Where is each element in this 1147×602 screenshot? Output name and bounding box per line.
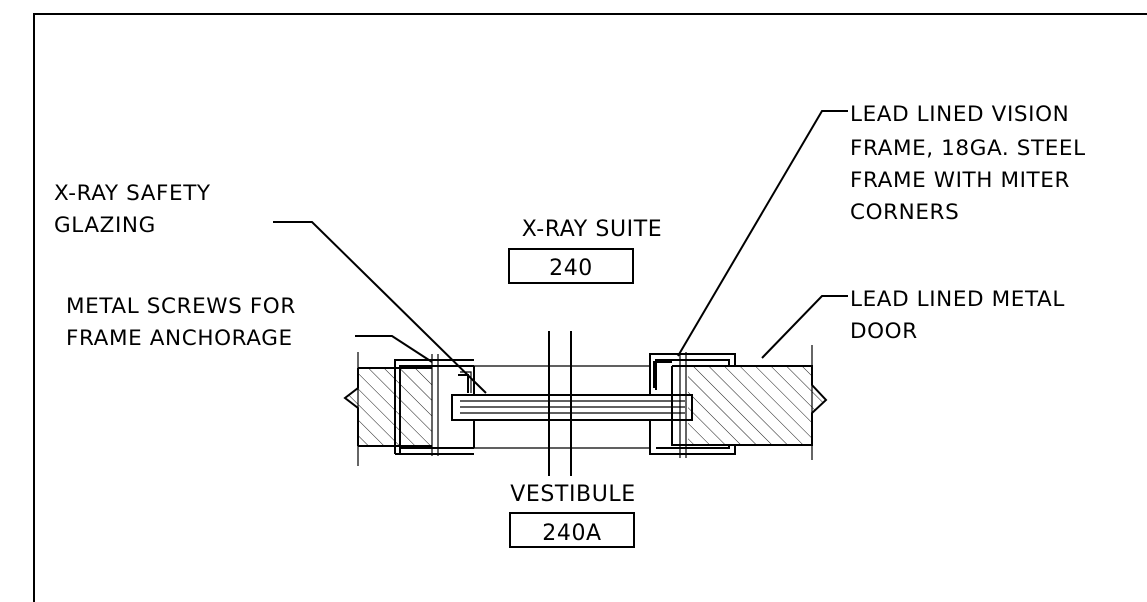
room-number: 240A [542,521,601,546]
room-number-box [509,512,635,548]
center-break-lines [548,331,572,476]
room-tag-xray-suite: X-RAY SUITE 240 [508,217,663,284]
room-number: 240 [549,256,593,281]
label-xray-glazing: X-RAY SAFETY GLAZING [54,181,211,238]
leader-metal-screws [355,335,433,363]
room-name: VESTIBULE [510,482,636,507]
label-metal-door: LEAD LINED METAL DOOR [850,287,1065,344]
svg-text:X-RAY SAFETY: X-RAY SAFETY [54,181,211,206]
svg-text:LEAD LINED METAL: LEAD LINED METAL [850,287,1065,312]
sheet-border [33,13,1147,602]
leader-vision-frame [677,110,848,357]
svg-text:METAL SCREWS FOR: METAL SCREWS FOR [66,294,296,319]
svg-text:DOOR: DOOR [850,319,918,344]
svg-text:GLAZING: GLAZING [54,213,156,238]
room-tag-vestibule: VESTIBULE 240A [509,482,636,548]
svg-text:FRAME ANCHORAGE: FRAME ANCHORAGE [66,326,293,351]
svg-text:FRAME WITH MITER: FRAME WITH MITER [850,168,1070,193]
right-steel-frame [649,352,736,458]
leader-xray-glazing [273,221,487,394]
room-number-box [508,248,634,284]
svg-text:LEAD LINED VISION: LEAD LINED VISION [850,102,1069,127]
leader-metal-door [761,295,848,359]
label-metal-screws: METAL SCREWS FOR FRAME ANCHORAGE [66,294,296,351]
svg-text:CORNERS: CORNERS [850,200,959,225]
lead-lined-metal-door [671,345,828,460]
room-name: X-RAY SUITE [522,217,663,242]
leader-lines [273,110,848,394]
svg-text:FRAME, 18GA. STEEL: FRAME, 18GA. STEEL [850,136,1086,161]
label-vision-frame: LEAD LINED VISION FRAME, 18GA. STEEL FRA… [850,102,1086,225]
